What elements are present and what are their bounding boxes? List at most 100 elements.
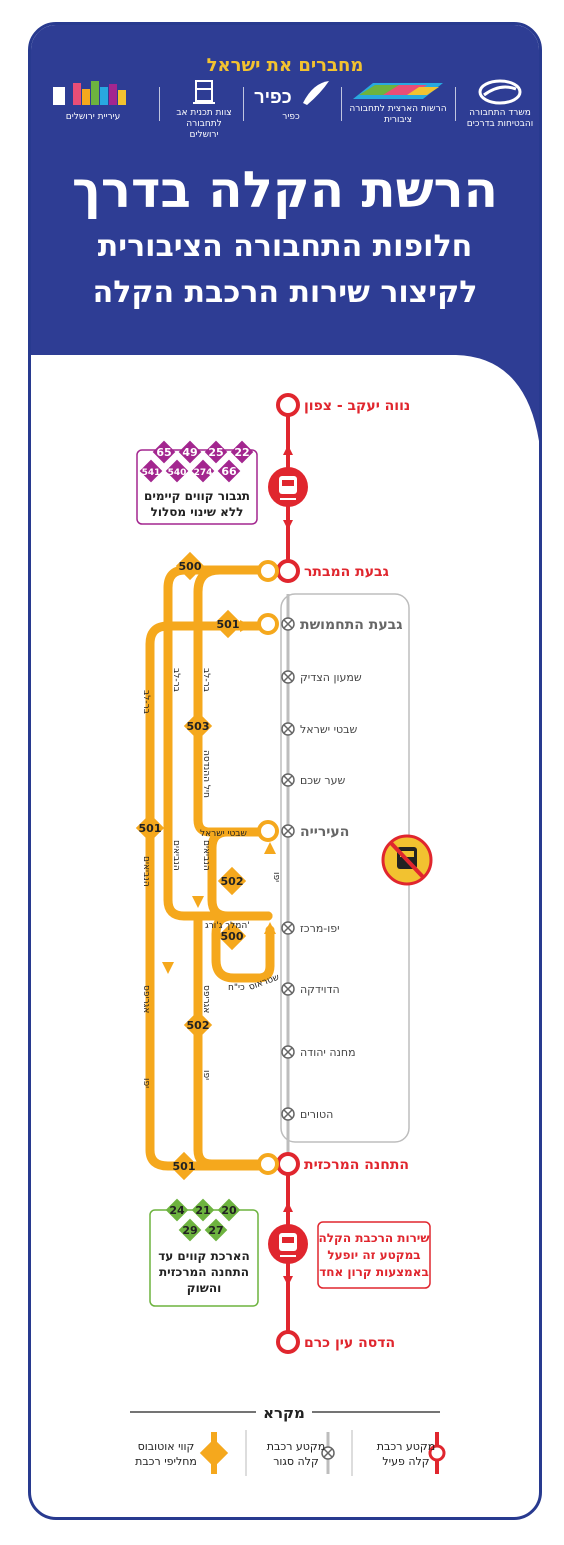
ministry-emblem-icon [478, 79, 522, 105]
route-badge: 49 [178, 440, 202, 464]
svg-text:שירות הרכבת הקלה: שירות הרכבת הקלה [319, 1231, 430, 1245]
route-badge: 500 [217, 921, 247, 951]
legend-item-active: מקטע רכבת קלה פעיל [377, 1432, 446, 1474]
route-badge: 22 [230, 440, 254, 464]
closed-station: העירייה [257, 820, 349, 842]
subtitle-line-2: לקיצור שירות הרכבת הקלה [92, 275, 478, 310]
street-label: יפו [271, 872, 281, 882]
svg-text:יפו-מרכז: יפו-מרכז [300, 922, 340, 935]
kfir-logo: כפיר כפיר [247, 79, 335, 123]
closed-stations: גבעת התחמושת שמעון הצדיק שבטי ישראל שער … [257, 613, 402, 1121]
legend-item-bus: קווי אוטובוס מחליפי רכבת [135, 1432, 229, 1474]
svg-text:מחנה יהודה: מחנה יהודה [300, 1046, 356, 1059]
south-extension-box: 20 21 24 27 29 הארכת קווים עד התחנה המרכ… [149, 1198, 259, 1307]
svg-text:500: 500 [221, 930, 244, 943]
svg-text:במקטע זה יופעל: במקטע זה יופעל [327, 1248, 420, 1262]
bus-routes [145, 565, 275, 1171]
route-badge: 21 [191, 1198, 215, 1222]
svg-text:501: 501 [173, 1160, 196, 1173]
svg-text:29: 29 [182, 1224, 197, 1237]
route-badge: 502 [183, 1010, 213, 1040]
closed-station: יפו-מרכז [281, 921, 340, 935]
svg-text:540: 540 [168, 468, 187, 478]
svg-text:שמעון הצדיק: שמעון הצדיק [300, 671, 362, 684]
svg-text:תגבור קווים קיימים: תגבור קווים קיימים [144, 489, 250, 503]
page-title: הרשת הקלה בדרך [72, 161, 498, 219]
street-label: יפו [141, 1078, 151, 1088]
route-badge: 25 [204, 440, 228, 464]
national-transport-authority-logo: הרשות הארצית לתחבורה ציבורית [349, 79, 447, 126]
svg-text:501: 501 [217, 618, 240, 631]
ministry-of-transport-logo: משרד התחבורה והבטיחות בדרכים [461, 79, 539, 130]
svg-text:באמצעות קרון אחד: באמצעות קרון אחד [319, 1265, 429, 1279]
svg-text:הטורים: הטורים [300, 1108, 333, 1121]
street-label: יפו [201, 1070, 211, 1080]
route-direction-arrows [162, 620, 276, 974]
street-label: הנביאים [171, 840, 181, 871]
svg-text:מקטע רכבת: מקטע רכבת [267, 1440, 325, 1453]
legend-title: מקרא [263, 1404, 305, 1422]
svg-text:והשוק: והשוק [187, 1281, 221, 1295]
street-label: המלך ג'ורג' [205, 921, 250, 931]
svg-text:20: 20 [221, 1204, 237, 1217]
svg-text:מקטע רכבת: מקטע רכבת [377, 1440, 435, 1453]
closed-station: מחנה יהודה [281, 1045, 356, 1059]
rainbow-stripes-icon [353, 83, 443, 99]
closed-station: שבטי ישראל [281, 722, 358, 736]
svg-text:הדוידקה: הדוידקה [300, 983, 340, 996]
svg-text:גבעת התחמושת: גבעת התחמושת [300, 617, 402, 633]
svg-text:25: 25 [208, 446, 223, 459]
logo-divider [159, 87, 160, 121]
route-badge: 501 [213, 609, 243, 639]
station-label: נווה יעקב - צפון [304, 398, 410, 414]
route-badge: 20 [217, 1198, 241, 1222]
street-label: בר-לב [201, 668, 211, 692]
legend-item-closed: מקטע רכבת קלה סגור [267, 1432, 335, 1474]
street-label: אגריפס [201, 985, 211, 1013]
legend: מקרא מקטע רכבת קלה פעיל מקטע רכבת קלה סג… [130, 1404, 446, 1476]
north-reinforcement-box: 22 25 49 65 66 274 540 541 תגבור קווים ק… [136, 440, 258, 525]
svg-text:התחנה המרכזית: התחנה המרכזית [159, 1265, 249, 1279]
colorful-skyline-icon [53, 81, 126, 105]
svg-text:שער שכם: שער שכם [300, 774, 346, 787]
street-label: חיל ההנדסה [201, 750, 211, 798]
street-label: הנביאים [141, 856, 151, 887]
tram-icon [268, 467, 308, 507]
logo-divider [243, 87, 244, 121]
header: מחברים את ישראל עיריית ירושלים צוות תכני… [31, 25, 539, 355]
one-car-note: שירות הרכבת הקלה במקטע זה יופעל באמצעות … [317, 1221, 431, 1289]
svg-text:שבטי ישראל: שבטי ישראל [300, 723, 358, 736]
station-label: הדסה עין כרם [304, 1335, 395, 1351]
route-badge: 24 [165, 1198, 189, 1222]
route-badge: 500 [175, 551, 205, 581]
street-label: כי"ח [228, 983, 245, 993]
tram-icon [268, 1224, 308, 1264]
svg-text:503: 503 [187, 720, 210, 733]
svg-text:ללא שינוי מסלול: ללא שינוי מסלול [151, 505, 244, 519]
poster-frame: מחברים את ישראל עיריית ירושלים צוות תכני… [28, 22, 542, 1520]
route-badge: 29 [178, 1218, 202, 1242]
kfir-wing-icon: כפיר [254, 81, 329, 107]
route-badge: 66 [217, 459, 241, 483]
logo-divider [455, 87, 456, 121]
svg-text:500: 500 [179, 560, 202, 573]
svg-text:541: 541 [142, 468, 161, 478]
svg-text:501: 501 [139, 822, 162, 835]
building-icon [193, 80, 215, 104]
svg-text:קלה סגור: קלה סגור [273, 1455, 319, 1468]
svg-text:21: 21 [195, 1204, 210, 1217]
closed-station: גבעת התחמושת [257, 613, 402, 635]
closed-station: שער שכם [281, 773, 346, 787]
street-label: שבטי ישראל [200, 829, 247, 839]
street-label: בר-לב [171, 668, 181, 692]
svg-text:274: 274 [194, 468, 213, 478]
svg-text:מחליפי רכבת: מחליפי רכבת [135, 1455, 197, 1468]
master-plan-logo: צוות תכנית אב לתחבורה ירושלים [171, 79, 237, 141]
closed-station: שמעון הצדיק [281, 670, 362, 684]
no-tram-sign-icon [381, 834, 433, 886]
svg-text:22: 22 [234, 446, 249, 459]
route-badge: 65 [152, 440, 176, 464]
street-label: הנביאים [201, 840, 211, 871]
logo-divider [341, 87, 342, 121]
